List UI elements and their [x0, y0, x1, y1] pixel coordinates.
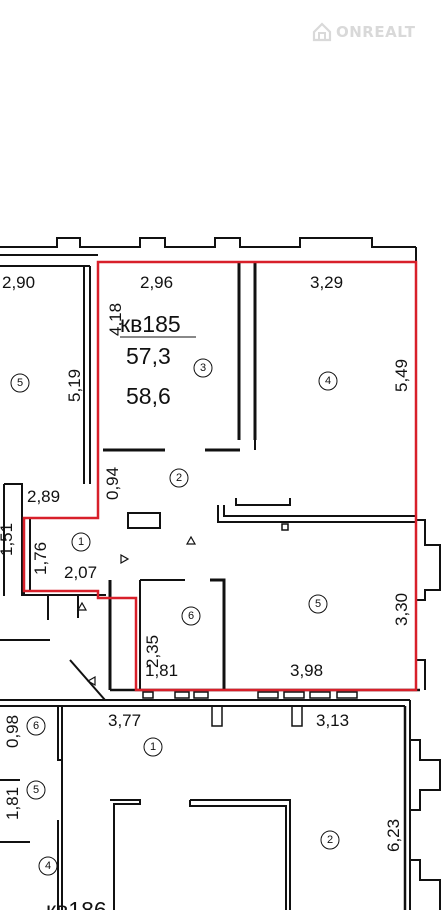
room-markers [10, 358, 340, 876]
room-marker-4 [318, 371, 338, 391]
window-marks [142, 523, 358, 727]
dim-0-98: 0,98 [3, 715, 22, 748]
room-number-b1: 1 [150, 741, 156, 753]
room-marker-b1 [143, 737, 163, 757]
room-number-2: 2 [176, 472, 182, 484]
apartment-185-outline [22, 260, 418, 692]
room-marker-b2 [320, 830, 340, 850]
apartment-185-label: кв185 [120, 311, 181, 337]
room-numbers: 5 3 4 2 1 6 5 6 5 4 1 2 [17, 362, 333, 872]
room-marker-3 [193, 358, 213, 378]
dim-0-94: 0,94 [103, 467, 122, 500]
room-marker-5 [308, 594, 328, 614]
room-number-6: 6 [188, 610, 194, 622]
room-marker-1 [71, 532, 91, 552]
dim-3-13: 3,13 [316, 711, 349, 730]
room-number-3: 3 [200, 362, 206, 374]
dim-1-76: 1,76 [31, 542, 50, 575]
dim-2-90: 2,90 [2, 273, 35, 292]
watermark: ONREALT [312, 22, 416, 42]
room-number-l5: 5 [33, 784, 39, 796]
dim-2-96: 2,96 [140, 273, 173, 292]
room-number-l6: 6 [33, 720, 39, 732]
dim-3-77: 3,77 [108, 711, 141, 730]
watermark-text: ONREALT [336, 23, 416, 41]
dim-2-35: 2,35 [143, 635, 162, 668]
dim-5-49: 5,49 [392, 359, 411, 392]
room-marker-l5 [26, 780, 46, 800]
dim-3-98: 3,98 [290, 661, 323, 680]
room-marker-l6 [26, 716, 46, 736]
apartment-186-label: кв186 [46, 897, 107, 910]
dimensions: 2,90 2,96 3,29 2,89 2,07 1,81 3,98 3,77 … [0, 273, 411, 852]
room-marker-2 [169, 468, 189, 488]
dim-1-51: 1,51 [0, 523, 16, 556]
room-number-4: 4 [325, 375, 331, 387]
room-number-5: 5 [315, 598, 321, 610]
dim-3-29: 3,29 [310, 273, 343, 292]
dim-3-30: 3,30 [392, 593, 411, 626]
room-marker-5-left [10, 373, 30, 393]
apartment-185-area-total: 57,3 [126, 343, 171, 369]
room-number-l4: 4 [45, 860, 51, 872]
entrance-markers [76, 535, 197, 687]
dim-5-19: 5,19 [65, 369, 84, 402]
dim-1-81-lower: 1,81 [3, 787, 22, 820]
room-number-5-left: 5 [17, 377, 23, 389]
dim-6-23: 6,23 [384, 819, 403, 852]
room-number-1: 1 [78, 536, 84, 548]
dim-2-07: 2,07 [64, 563, 97, 582]
room-marker-6 [181, 606, 201, 626]
apartment-185-area-full: 58,6 [126, 383, 171, 409]
room-number-b2: 2 [327, 834, 333, 846]
house-logo-icon [312, 22, 332, 42]
dim-2-89: 2,89 [27, 487, 60, 506]
dim-4-18: 4,18 [106, 303, 125, 336]
room-marker-l4 [38, 856, 58, 876]
dim-1-81: 1,81 [145, 661, 178, 680]
